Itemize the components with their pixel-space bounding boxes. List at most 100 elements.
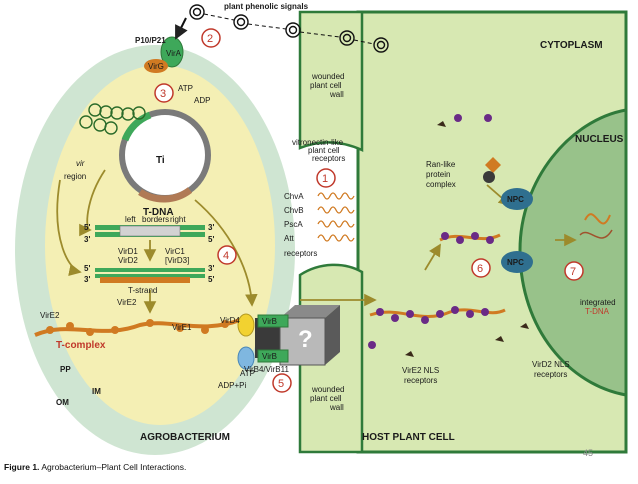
label-vird1: VirD1 — [118, 247, 138, 256]
step-7: 7 — [570, 266, 576, 278]
ran-protein-dot — [483, 171, 495, 183]
label-host-plant-cell: HOST PLANT CELL — [362, 432, 455, 443]
label-im: IM — [92, 387, 101, 396]
label-3-prime-c: 3' — [84, 275, 90, 284]
signal-arrow — [175, 17, 188, 40]
label-vird4: VirD4 — [220, 316, 240, 325]
label-cytoplasm: CYTOPLASM — [540, 40, 603, 51]
label-adp-pi: ADP+Pi — [218, 381, 246, 390]
label-vire2-b: VirE2 — [40, 311, 60, 320]
label-vir: vir — [76, 159, 85, 168]
nls-receptors — [405, 121, 529, 357]
label-virb-a: VirB — [262, 317, 277, 326]
step-3: 3 — [160, 88, 166, 100]
nucleus — [518, 108, 628, 397]
label-pp: PP — [60, 365, 71, 374]
caption-text: Agrobacterium–Plant Cell Interactions. — [41, 462, 187, 472]
label-virg: VirG — [148, 62, 164, 71]
label-plant-phenolic-signals: plant phenolic signals — [224, 2, 309, 11]
label-3-prime-b: 3' — [208, 223, 214, 232]
label-npc-bottom: NPC — [507, 258, 524, 267]
label-wounded-bottom-1: wounded — [311, 385, 344, 394]
label-atp-bottom: ATP — [240, 369, 255, 378]
npc-top — [501, 188, 533, 210]
step-4: 4 — [223, 250, 229, 262]
label-ran-2: protein — [426, 170, 450, 179]
label-vira: VirA — [166, 49, 182, 58]
label-wounded-top-1: wounded — [311, 72, 344, 81]
label-vire2-nls-1: VirE2 NLS — [402, 366, 439, 375]
step-6: 6 — [477, 263, 483, 275]
label-vird2-nls-2: receptors — [534, 370, 567, 379]
virb11-protein — [237, 346, 255, 370]
label-borders: borders — [142, 215, 169, 224]
step-2: 2 — [207, 33, 213, 45]
label-t-strand: T-strand — [128, 286, 157, 295]
label-vire1: VirE1 — [172, 323, 192, 332]
plant-chromatin — [579, 229, 613, 239]
label-psca: PscA — [284, 220, 303, 229]
label-vird3: [VirD3] — [165, 256, 189, 265]
cytoplasm-vire2-proteins — [376, 306, 489, 324]
vira-protein — [160, 36, 184, 68]
label-ran-3: complex — [426, 180, 456, 189]
label-3-prime-d: 3' — [208, 264, 214, 273]
t-dna-segment — [138, 187, 193, 203]
vire2-proteins — [46, 319, 229, 336]
label-receptors: receptors — [284, 249, 317, 258]
step-5: 5 — [278, 378, 284, 390]
label-vitronectin-2: plant cell — [308, 146, 340, 155]
label-region: region — [64, 172, 86, 181]
caption-prefix: Figure 1. — [4, 462, 40, 472]
label-om: OM — [56, 398, 69, 407]
label-atp-top: ATP — [178, 84, 193, 93]
label-nucleus: NUCLEUS — [575, 134, 624, 145]
label-wounded-top-3: wall — [329, 90, 344, 99]
label-t-dna: T-DNA — [143, 207, 174, 218]
label-wounded-bottom-3: wall — [329, 403, 344, 412]
vir-genes-coils — [79, 103, 146, 135]
label-vird2-nls-1: VirD2 NLS — [532, 360, 570, 369]
integrated-t-dna — [584, 213, 611, 225]
phenolic-signal-path — [203, 13, 375, 45]
label-virb-b: VirB — [262, 352, 277, 361]
label-vitronectin-3: receptors — [312, 154, 345, 163]
label-vire2-a: VirE2 — [117, 298, 137, 307]
page-number: 45 — [583, 448, 594, 458]
label-adp-top: ADP — [194, 96, 210, 105]
label-p10-p21: P10/P21 — [135, 36, 166, 45]
label-npc-top: NPC — [507, 195, 524, 204]
label-ti: Ti — [156, 155, 165, 166]
step-1: 1 — [322, 173, 328, 185]
label-chva: ChvA — [284, 192, 304, 201]
label-chvb: ChvB — [284, 206, 304, 215]
import-complex-proteins — [441, 232, 494, 244]
label-vitronectin-1: vitronectin-like — [292, 138, 344, 147]
label-virc1: VirC1 — [165, 247, 185, 256]
figure-caption: Figure 1. Agrobacterium–Plant Cell Inter… — [4, 462, 186, 472]
phenolic-signal-spirals — [189, 4, 389, 53]
wounded-cell-wall-top — [298, 10, 364, 152]
virg-protein — [144, 59, 168, 73]
label-5-prime-d: 5' — [208, 275, 214, 284]
label-wounded-top-2: plant cell — [310, 81, 342, 90]
npc-bottom — [501, 251, 533, 273]
label-5-prime-c: 5' — [84, 264, 90, 273]
label-5-prime-a: 5' — [84, 223, 90, 232]
free-vire2 — [368, 114, 492, 349]
virb-protein-top — [257, 314, 289, 328]
virb-protein-bottom — [257, 349, 289, 363]
step-markers — [154, 28, 584, 393]
label-t-complex: T-complex — [56, 340, 106, 351]
vir-region-segment — [121, 111, 152, 142]
label-wounded-bottom-2: plant cell — [310, 394, 342, 403]
t-dna-linear — [95, 225, 205, 237]
label-left: left — [125, 215, 136, 224]
label-vire2-nls-2: receptors — [404, 376, 437, 385]
label-vird2-a: VirD2 — [118, 256, 138, 265]
label-ran-1: Ran-like — [426, 160, 456, 169]
label-integrated-1: integrated — [580, 298, 616, 307]
label-right: right — [170, 215, 186, 224]
t-strand — [95, 268, 205, 283]
